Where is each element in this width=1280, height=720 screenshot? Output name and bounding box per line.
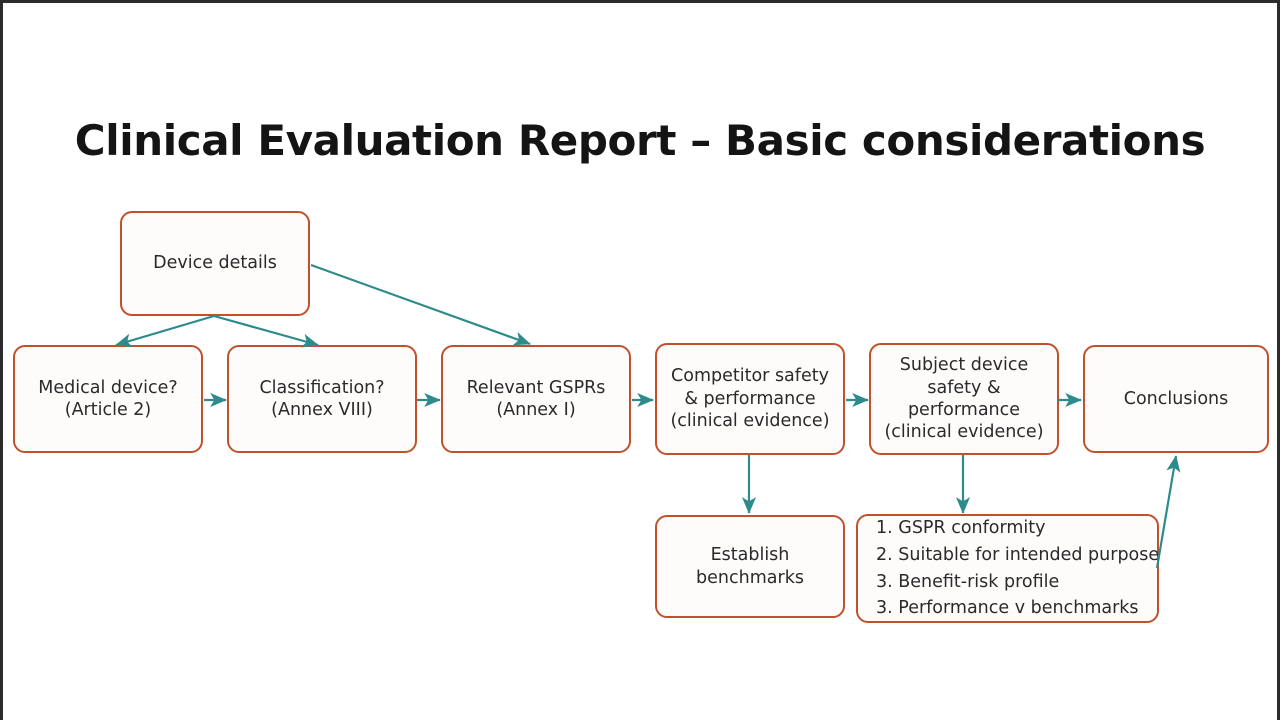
node-device-details[interactable]: Device details	[120, 211, 310, 316]
node-text-line: 1. GSPR conformity	[876, 517, 1046, 538]
connector-device-to-gsprs	[310, 263, 531, 346]
node-conclusions-text: Conclusions	[1093, 388, 1259, 410]
node-competitor-safety-text: Competitor safety& performance(clinical …	[665, 365, 835, 432]
connector-device-to-medical	[115, 314, 215, 348]
node-text-line: (clinical evidence)	[670, 411, 830, 432]
node-text-line: 2. Suitable for intended purpose	[876, 544, 1160, 565]
frame-edge-right	[1277, 0, 1280, 720]
node-device-details-text: Device details	[130, 252, 300, 274]
node-text-line: Classification?	[259, 377, 385, 398]
node-text-line: Medical device?	[38, 377, 178, 398]
node-text-line: Competitor safety	[671, 366, 829, 387]
node-text-line: Relevant GSPRs	[466, 377, 606, 398]
node-text-line: safety &	[927, 377, 1001, 398]
node-assessment-list-text: 1. GSPR conformity 2. Suitable for intend…	[876, 515, 1160, 622]
node-classification-text: Classification?(Annex VIII)	[237, 377, 407, 422]
node-text-line: Device details	[153, 253, 277, 274]
node-conclusions[interactable]: Conclusions	[1083, 345, 1269, 453]
node-text-line: (Article 2)	[64, 400, 152, 420]
node-text-line: benchmarks	[696, 567, 804, 588]
connector-device-to-classification	[213, 314, 319, 348]
node-classification[interactable]: Classification?(Annex VIII)	[227, 345, 417, 453]
node-text-line: (clinical evidence)	[884, 422, 1044, 443]
node-text-line: & performance	[684, 388, 816, 409]
node-text-line: Establish	[710, 545, 790, 566]
node-relevant-gsprs-text: Relevant GSPRs(Annex I)	[451, 377, 621, 422]
node-text-line: performance	[907, 400, 1021, 420]
node-medical-device[interactable]: Medical device?(Article 2)	[13, 345, 203, 453]
node-competitor-safety[interactable]: Competitor safety& performance(clinical …	[655, 343, 845, 455]
node-text-line: 3. Benefit-risk profile	[876, 571, 1060, 592]
node-text-line: 3. Performance v benchmarks	[876, 598, 1139, 619]
node-assessment-list[interactable]: 1. GSPR conformity 2. Suitable for intend…	[856, 514, 1159, 623]
node-text-line: (Annex I)	[496, 400, 576, 420]
node-text-line: (Annex VIII)	[271, 400, 373, 420]
page-title: Clinical Evaluation Report – Basic consi…	[74, 116, 1206, 165]
node-relevant-gsprs[interactable]: Relevant GSPRs(Annex I)	[441, 345, 631, 453]
frame-edge-top	[0, 0, 1280, 3]
node-text-line: Subject device	[899, 355, 1029, 376]
node-medical-device-text: Medical device?(Article 2)	[23, 377, 193, 422]
node-text-line: Conclusions	[1123, 388, 1229, 409]
frame-edge-left	[0, 0, 3, 720]
connector-list-to-conclusions	[1155, 455, 1181, 569]
